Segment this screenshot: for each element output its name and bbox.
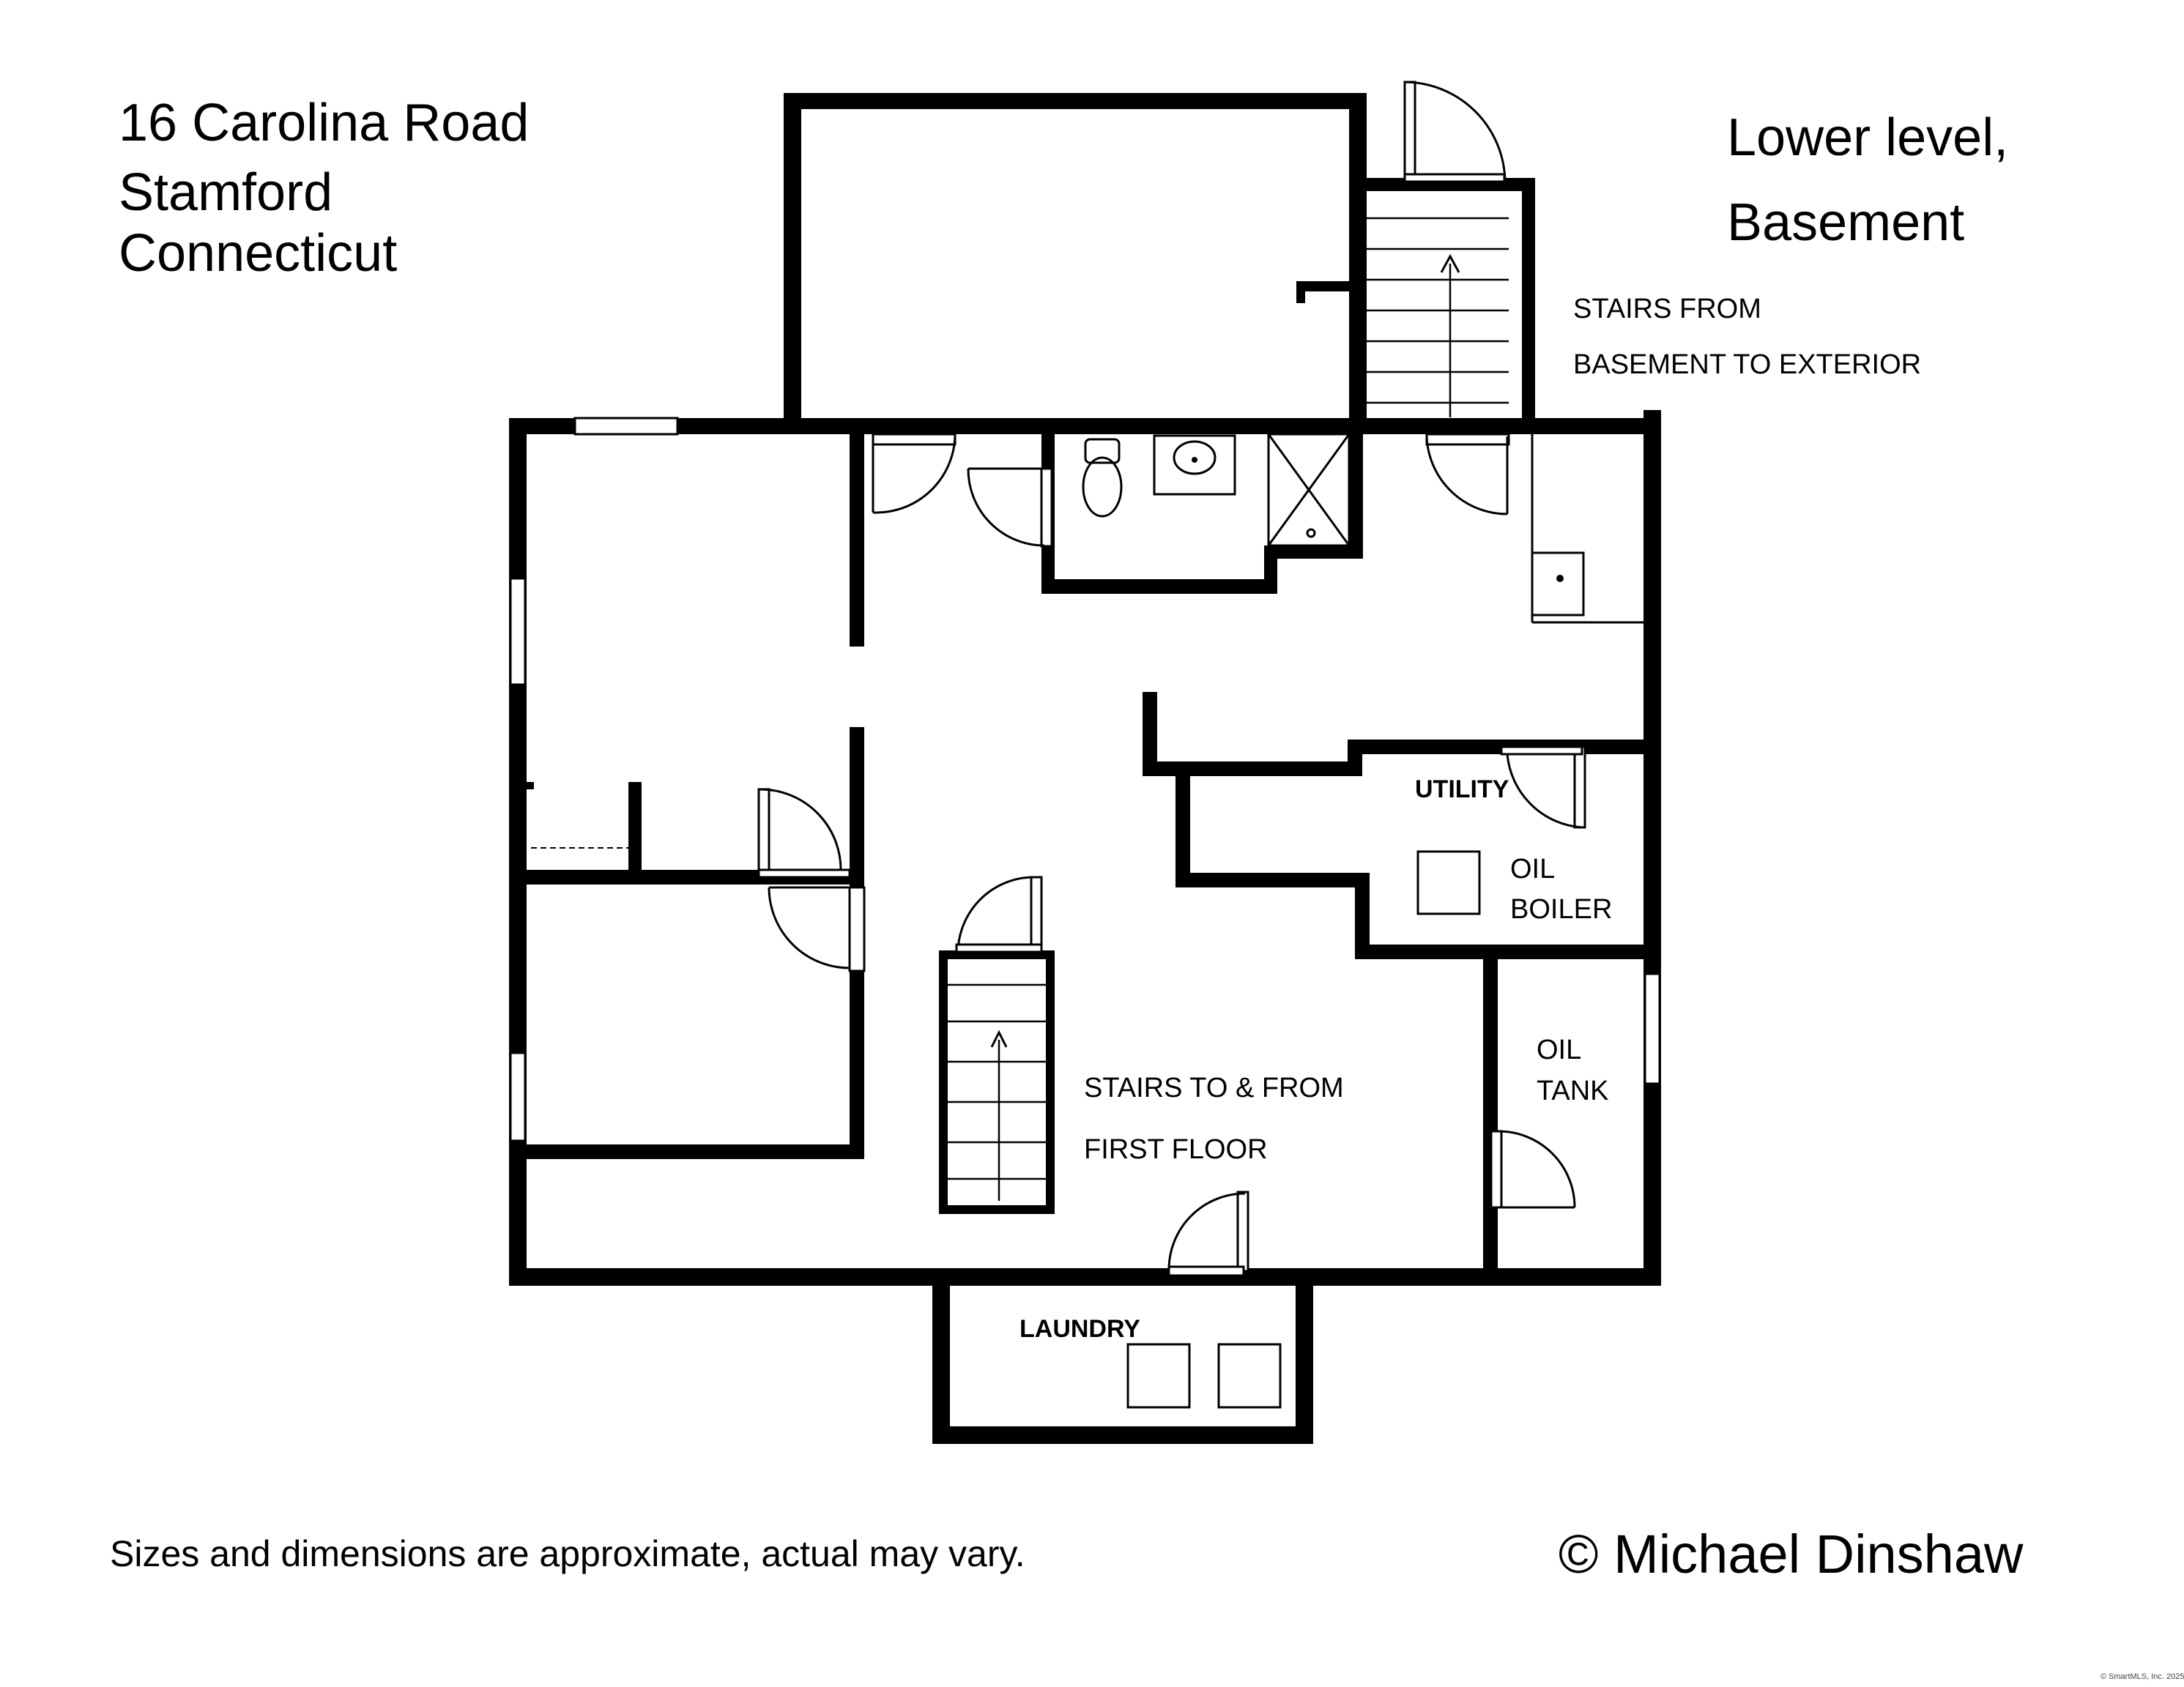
address-street: 16 Carolina Road [119, 94, 530, 152]
label-oil-boiler-line2: BOILER [1510, 894, 1613, 925]
label-utility: UTILITY [1415, 775, 1509, 803]
bathroom-fixtures [1082, 433, 1643, 624]
copyright: © Michael Dinshaw [1559, 1524, 2024, 1584]
level-title-line1: Lower level, [1727, 108, 2009, 167]
label-main-stairs-line2: FIRST FLOOR [1084, 1134, 1268, 1165]
level-title-line2: Basement [1727, 193, 1965, 252]
main-stairs [948, 983, 1046, 1201]
exterior-walls [509, 93, 1661, 1444]
exterior-stairs [1367, 217, 1509, 417]
address-city: Stamford [119, 163, 333, 222]
label-laundry: LAUNDRY [1019, 1315, 1140, 1343]
equipment [1126, 850, 1481, 1409]
address-state: Connecticut [119, 224, 398, 283]
label-oil-boiler-line1: OIL [1510, 854, 1556, 885]
doors [757, 81, 1586, 1277]
label-main-stairs-line1: STAIRS TO & FROM [1084, 1073, 1344, 1103]
label-oil-tank-line2: TANK [1537, 1076, 1609, 1106]
watermark: © SmartMLS, Inc. 2025 [2101, 1672, 2184, 1681]
disclaimer: Sizes and dimensions are approximate, ac… [110, 1533, 1025, 1574]
windows [509, 417, 1661, 1142]
label-exterior-stairs-line2: BASEMENT TO EXTERIOR [1573, 349, 1922, 380]
label-exterior-stairs-line1: STAIRS FROM [1573, 294, 1761, 324]
label-oil-tank-line1: OIL [1537, 1035, 1582, 1065]
